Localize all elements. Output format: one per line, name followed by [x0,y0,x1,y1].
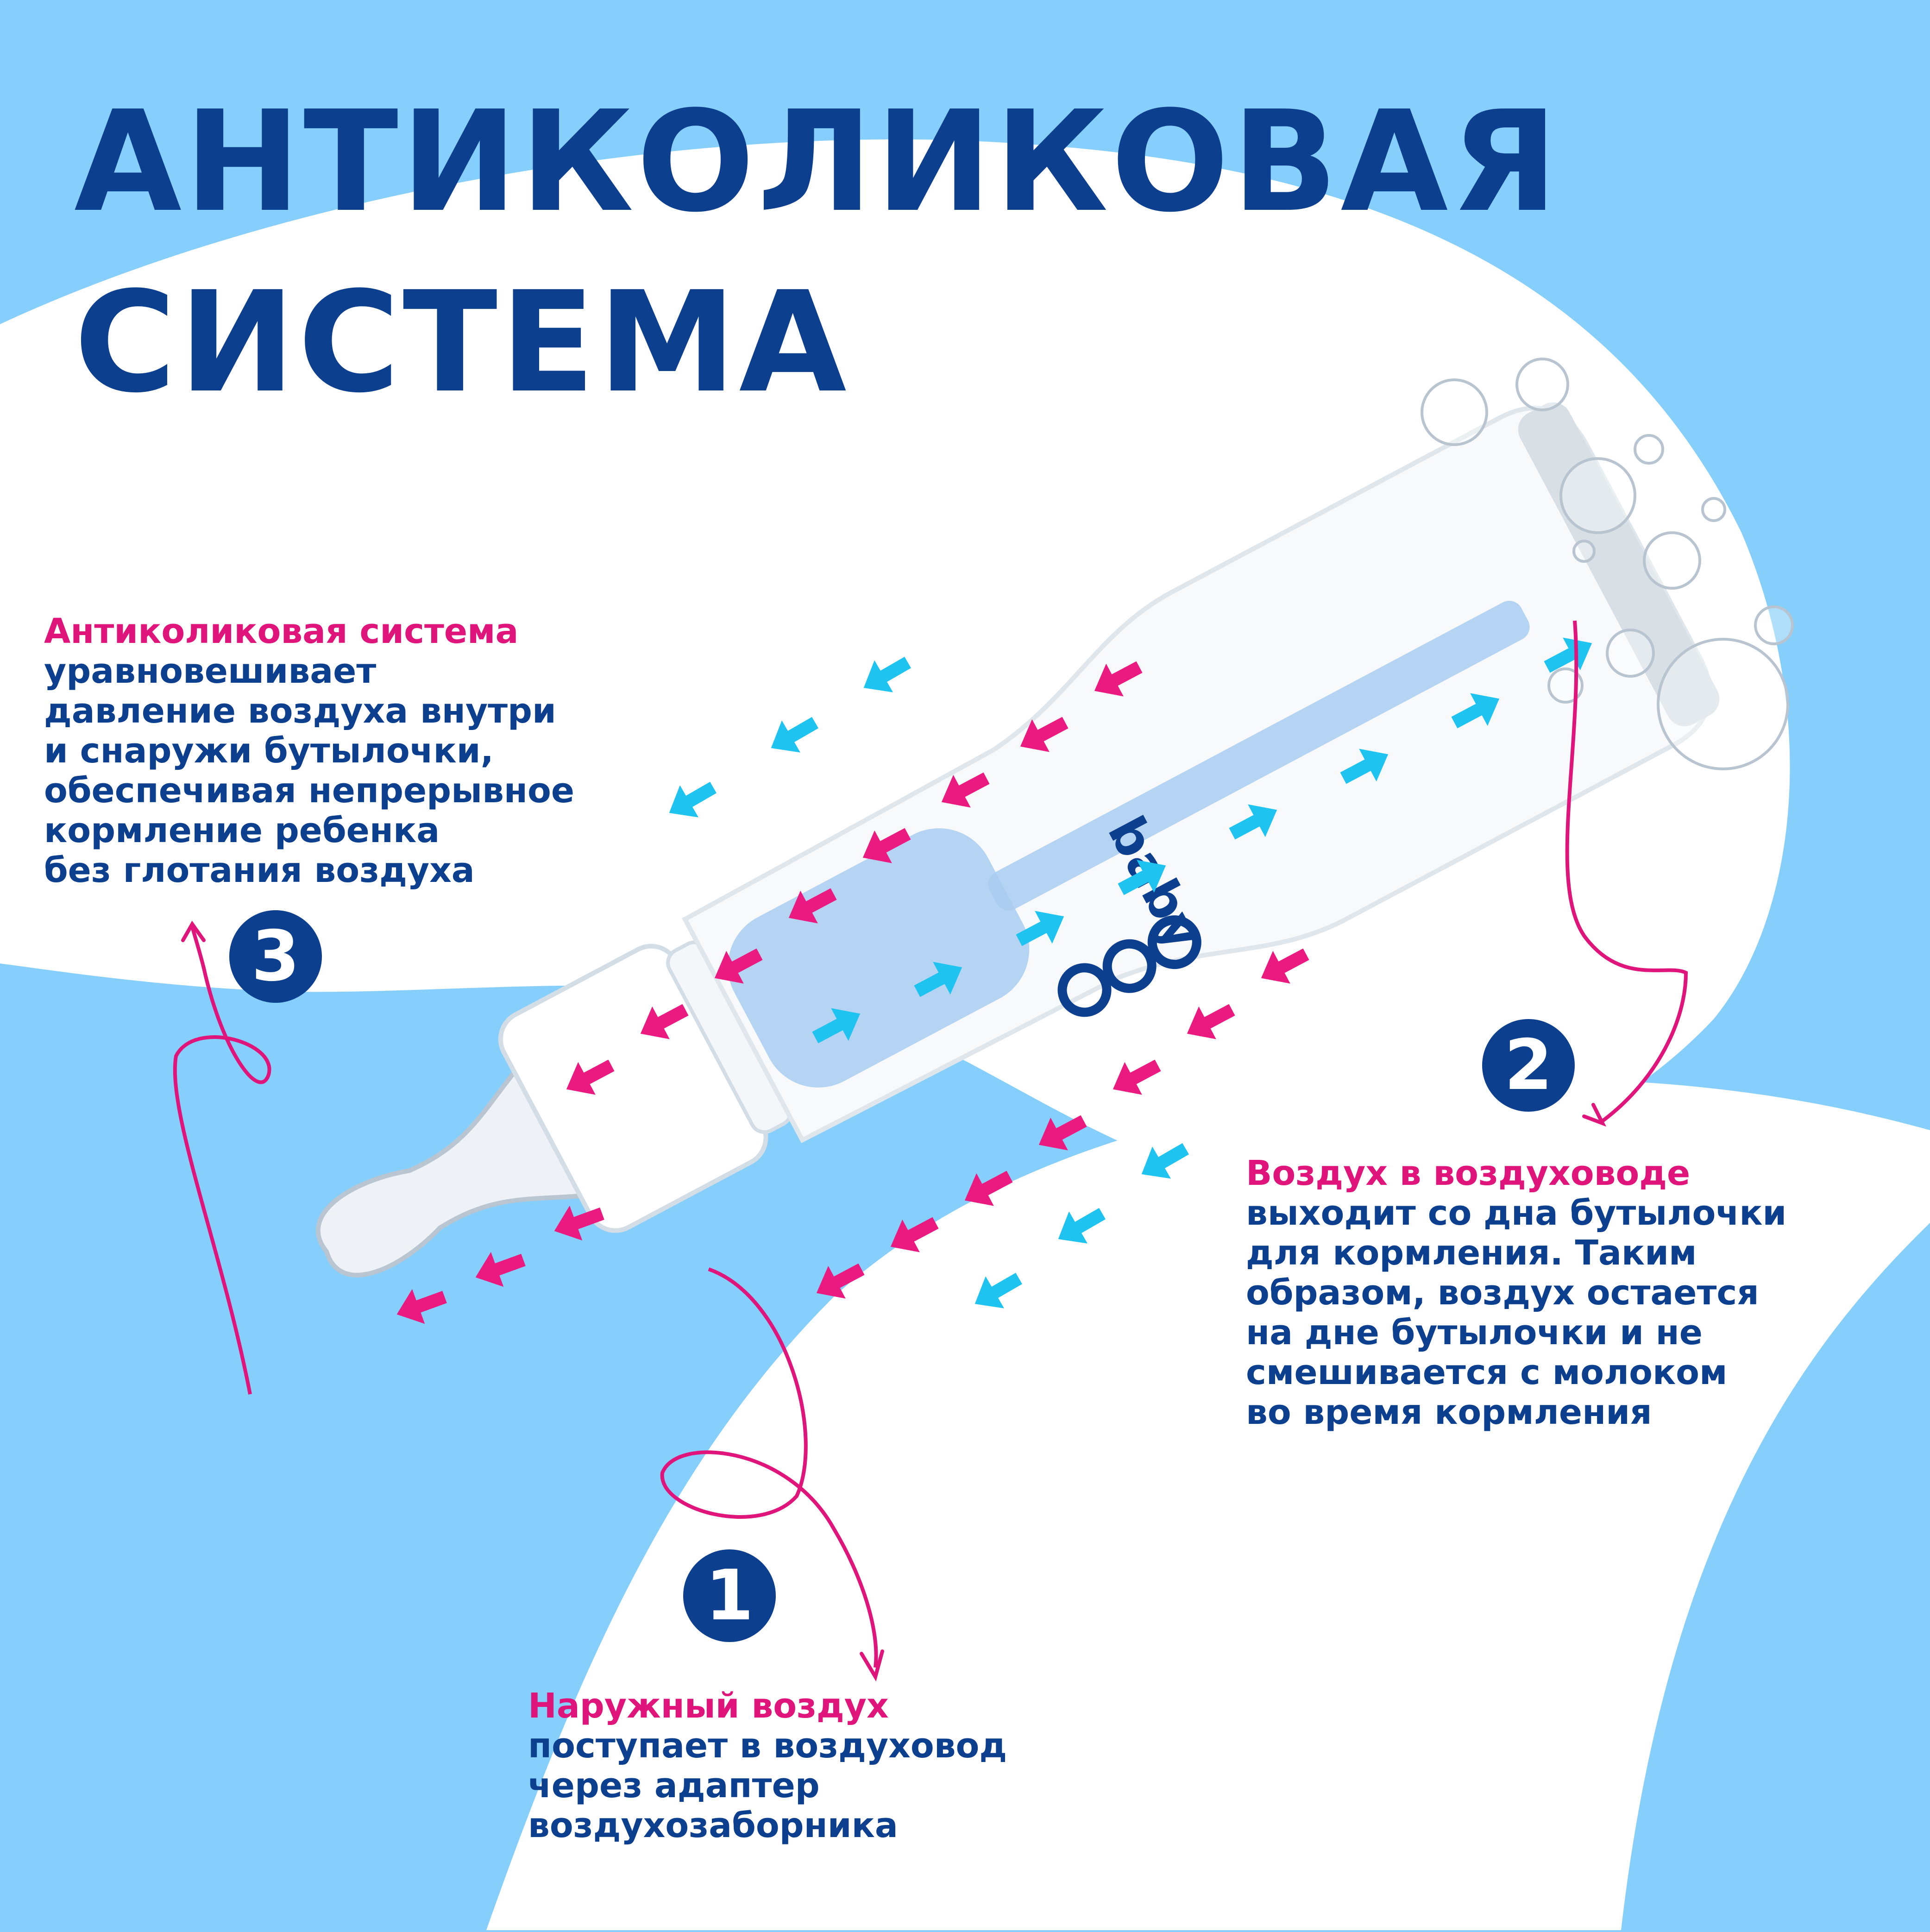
cyan-flow-arrow [771,717,818,753]
pink-flow-arrow [396,1289,447,1324]
air-bubble [1657,638,1789,770]
cyan-tube-arrow [1016,911,1064,946]
leader-arrowheads [181,920,1607,1682]
air-bubble [1572,540,1596,563]
step-badge-1: 1 [683,1549,776,1642]
pink-flow-arrow [862,828,911,863]
pink-flow-arrow [1020,717,1069,752]
feeding-bottle [315,402,1720,1278]
callout-air-tube-text: выходит со дна бутылочки для кормления. … [1246,1193,1787,1432]
white-wave-bottom [486,1078,1930,1930]
cyan-tube-arrow [1118,860,1166,895]
air-bubble [1701,497,1726,522]
pink-flow-arrow [941,772,990,808]
callout-balance-heading: Антиколиковая система [44,611,519,651]
title-line-1: АНТИКОЛИКОВАЯ [74,81,1561,243]
callout-air-tube-heading: Воздух в воздуховоде [1246,1153,1691,1193]
pink-flow-arrow [554,1205,604,1241]
pink-flow-arrow [1038,1115,1087,1151]
step-badge-2: 2 [1482,1019,1575,1112]
cyan-tube-arrow [812,1008,861,1044]
air-tube [988,601,1530,911]
air-bubbles [1421,358,1794,770]
air-bubble [1606,629,1655,678]
pink-flow-arrow [964,1171,1013,1206]
pink-flow-arrow [714,948,763,984]
cyan-tube-arrow [1544,637,1592,673]
pink-flow-arrow [640,1004,689,1039]
callout-air-tube: Воздух в воздуховоде выходит со дна буты… [1246,1153,1904,1432]
cyan-tube-arrow [914,962,962,997]
cyan-tube-arrow [1451,693,1500,729]
air-bubble [1634,434,1664,465]
air-bubble [1547,667,1584,704]
brand-logo [1057,915,1201,1017]
leader-lines [173,620,1688,1668]
air-bubble [1421,378,1488,446]
callout-outside-air-text: поступает в воздуховод через адаптер воз… [528,1726,1007,1845]
pink-flow-arrow [890,1217,939,1252]
callout-outside-air: Наружный воздух поступает в воздуховод ч… [528,1686,1130,1845]
cyan-flow-arrow [1141,1143,1189,1179]
milk-flow-arrows [396,661,1309,1324]
leader-line-3 [173,926,271,1395]
cyan-tube-arrow [1229,804,1277,840]
air-bubble [1754,605,1794,645]
bottle-base [1518,402,1720,726]
pink-flow-arrow [1094,661,1143,697]
pink-flow-arrow [1187,1004,1235,1039]
pink-flow-arrow [1113,1059,1161,1095]
pink-flow-arrow [816,1263,865,1299]
air-tube-chamber [728,828,1030,1088]
air-bubble [1559,457,1636,534]
pink-flow-arrow [788,888,837,924]
cyan-tube-arrow [1340,749,1389,784]
callout-outside-air-heading: Наружный воздух [528,1686,889,1726]
callout-balance-text: уравновешивает давление воздуха внутри и… [44,651,575,890]
cyan-flow-arrow [974,1272,1022,1309]
callout-balance: Антиколиковая система уравновешивает дав… [44,611,692,890]
air-bubble [1515,358,1569,411]
cyan-flow-arrow [1058,1208,1106,1244]
leader-line-2 [1565,620,1688,1123]
pink-flow-arrow [566,1059,615,1095]
step-badge-3: 3 [229,910,322,1003]
pink-flow-arrow [475,1252,526,1287]
title-line-2: СИСТЕМА [74,262,849,423]
leader-line-1 [660,1267,878,1668]
air-flow-arrows [669,637,1592,1309]
cyan-flow-arrow [863,656,911,692]
pink-flow-arrow [1261,948,1309,984]
air-bubble [1643,531,1701,590]
cyan-flow-arrow [669,781,717,818]
